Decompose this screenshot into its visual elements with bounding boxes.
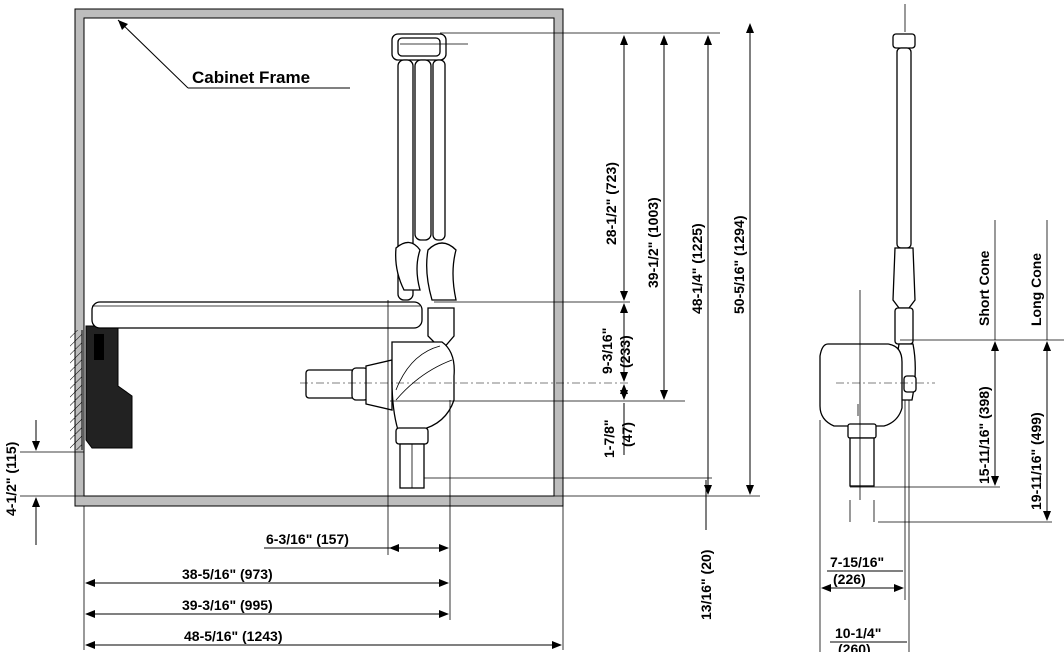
- dim-47-mm: (47): [619, 422, 635, 447]
- dim-499: 19-11/16" (499): [1028, 412, 1044, 510]
- dim-398: 15-11/16" (398): [976, 386, 992, 484]
- dim-1294: 50-5/16" (1294): [731, 216, 747, 314]
- side-column: [892, 33, 917, 401]
- extension-lines: [20, 32, 760, 650]
- dim-723: 28-1/2" (723): [603, 162, 619, 245]
- wall-mount: [70, 325, 133, 450]
- short-cone-label: Short Cone: [976, 250, 992, 326]
- side-tube-head: [819, 343, 903, 522]
- cabinet-frame: [74, 8, 564, 507]
- dim-233-mm: (233): [617, 335, 633, 368]
- side-dimension-texts: Short Cone Long Cone 15-11/16" (398) 19-…: [830, 250, 1044, 652]
- dim-226-inch: 7-15/16": [830, 554, 884, 570]
- dim-995: 39-3/16" (995): [182, 597, 273, 613]
- cabinet-frame-label: Cabinet Frame: [192, 68, 310, 87]
- dim-233-inch: 9-3/16": [599, 328, 615, 374]
- dim-260-inch: 10-1/4": [835, 625, 881, 641]
- dim-973: 38-5/16" (973): [182, 566, 273, 582]
- vertical-dimension-texts: 28-1/2" (723) 39-1/2" (1003) 48-1/4" (12…: [3, 162, 747, 620]
- horizontal-dimension-texts: 6-3/16" (157) 38-5/16" (973) 39-3/16" (9…: [182, 531, 349, 644]
- dim-20: 13/16" (20): [698, 550, 714, 620]
- tube-head: [305, 341, 455, 489]
- dim-1225: 48-1/4" (1225): [689, 223, 705, 314]
- horizontal-arm: [91, 301, 423, 329]
- dim-115: 4-1/2" (115): [3, 442, 19, 516]
- side-dimension-lines: [821, 341, 1051, 643]
- front-view: Cabinet Frame: [3, 8, 760, 650]
- horizontal-dimension-lines: [85, 544, 562, 649]
- side-extension-lines: [819, 220, 1064, 652]
- vertical-dimension-lines: [32, 23, 754, 545]
- side-view: Short Cone Long Cone 15-11/16" (398) 19-…: [819, 4, 1064, 652]
- vertical-arm: [391, 33, 457, 351]
- cabinet-frame-callout: Cabinet Frame: [117, 19, 350, 89]
- dim-226-mm: (226): [833, 571, 866, 587]
- dim-260-mm: (260): [838, 641, 871, 652]
- dim-1003: 39-1/2" (1003): [645, 197, 661, 288]
- long-cone-label: Long Cone: [1028, 253, 1044, 326]
- dim-1243: 48-5/16" (1243): [184, 628, 282, 644]
- dim-157: 6-3/16" (157): [266, 531, 349, 547]
- dim-47-inch: 1-7/8": [601, 419, 617, 458]
